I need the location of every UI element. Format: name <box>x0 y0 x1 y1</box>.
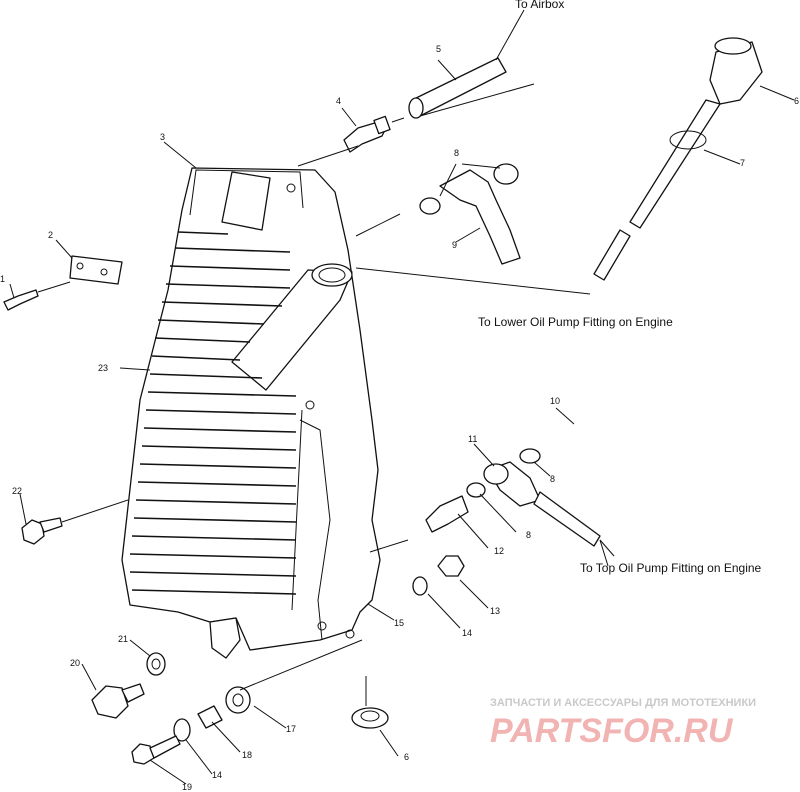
callout-2: 2 <box>48 230 53 240</box>
callout-5: 5 <box>436 44 441 54</box>
callout-4: 4 <box>336 96 341 106</box>
grommet-6 <box>351 676 389 729</box>
callout-7: 7 <box>740 158 745 168</box>
callout-21: 21 <box>118 634 128 644</box>
callout-23: 23 <box>98 363 108 373</box>
oil-tank <box>121 167 381 659</box>
callout-20: 20 <box>70 658 80 668</box>
bolt-1 <box>3 281 71 311</box>
dipstick <box>593 37 763 281</box>
callout-6: 6 <box>794 96 799 106</box>
callout-13: 13 <box>490 606 500 616</box>
airbox-vent-hose <box>408 57 535 119</box>
bracket-2 <box>69 255 123 285</box>
label-to-top-oil-pump: To Top Oil Pump Fitting on Engine <box>580 561 762 575</box>
watermark-tagline: ЗАПЧАСТИ И АКСЕССУАРЫ ДЛЯ МОТОТЕХНИКИ <box>490 697 756 709</box>
callout-8-upper: 8 <box>454 148 459 158</box>
callout-8-right: 8 <box>550 474 555 484</box>
callout-15: 15 <box>394 618 404 628</box>
callout-19: 19 <box>182 782 192 792</box>
callout-14-left: 14 <box>212 770 222 780</box>
callout-14-right: 14 <box>462 628 472 638</box>
callout-10: 10 <box>550 396 560 406</box>
label-to-airbox: To Airbox <box>515 0 564 11</box>
callout-6-grommet: 6 <box>404 752 409 762</box>
callout-18: 18 <box>242 750 252 760</box>
callout-11: 11 <box>468 434 477 444</box>
leader-lines <box>9 9 795 785</box>
vent-fitting <box>297 115 405 167</box>
tank-cooling-fins <box>129 231 297 595</box>
washer-21 <box>146 652 166 676</box>
callout-9: 9 <box>452 240 457 250</box>
drain-plug-20 <box>91 683 145 719</box>
drain-parts-17-19 <box>131 639 363 765</box>
callout-12: 12 <box>494 546 504 556</box>
callout-17: 17 <box>286 724 296 734</box>
callout-8-lower: 8 <box>526 530 531 540</box>
label-to-lower-oil-pump: To Lower Oil Pump Fitting on Engine <box>478 315 673 329</box>
bolt-22 <box>21 499 129 545</box>
callout-1: 1 <box>0 274 5 284</box>
lower-oil-line <box>355 163 591 295</box>
callout-22: 22 <box>12 486 22 496</box>
callout-3: 3 <box>160 132 165 142</box>
upper-oil-line <box>369 448 615 596</box>
watermark-brand: PARTSFOR.RU <box>490 712 734 750</box>
